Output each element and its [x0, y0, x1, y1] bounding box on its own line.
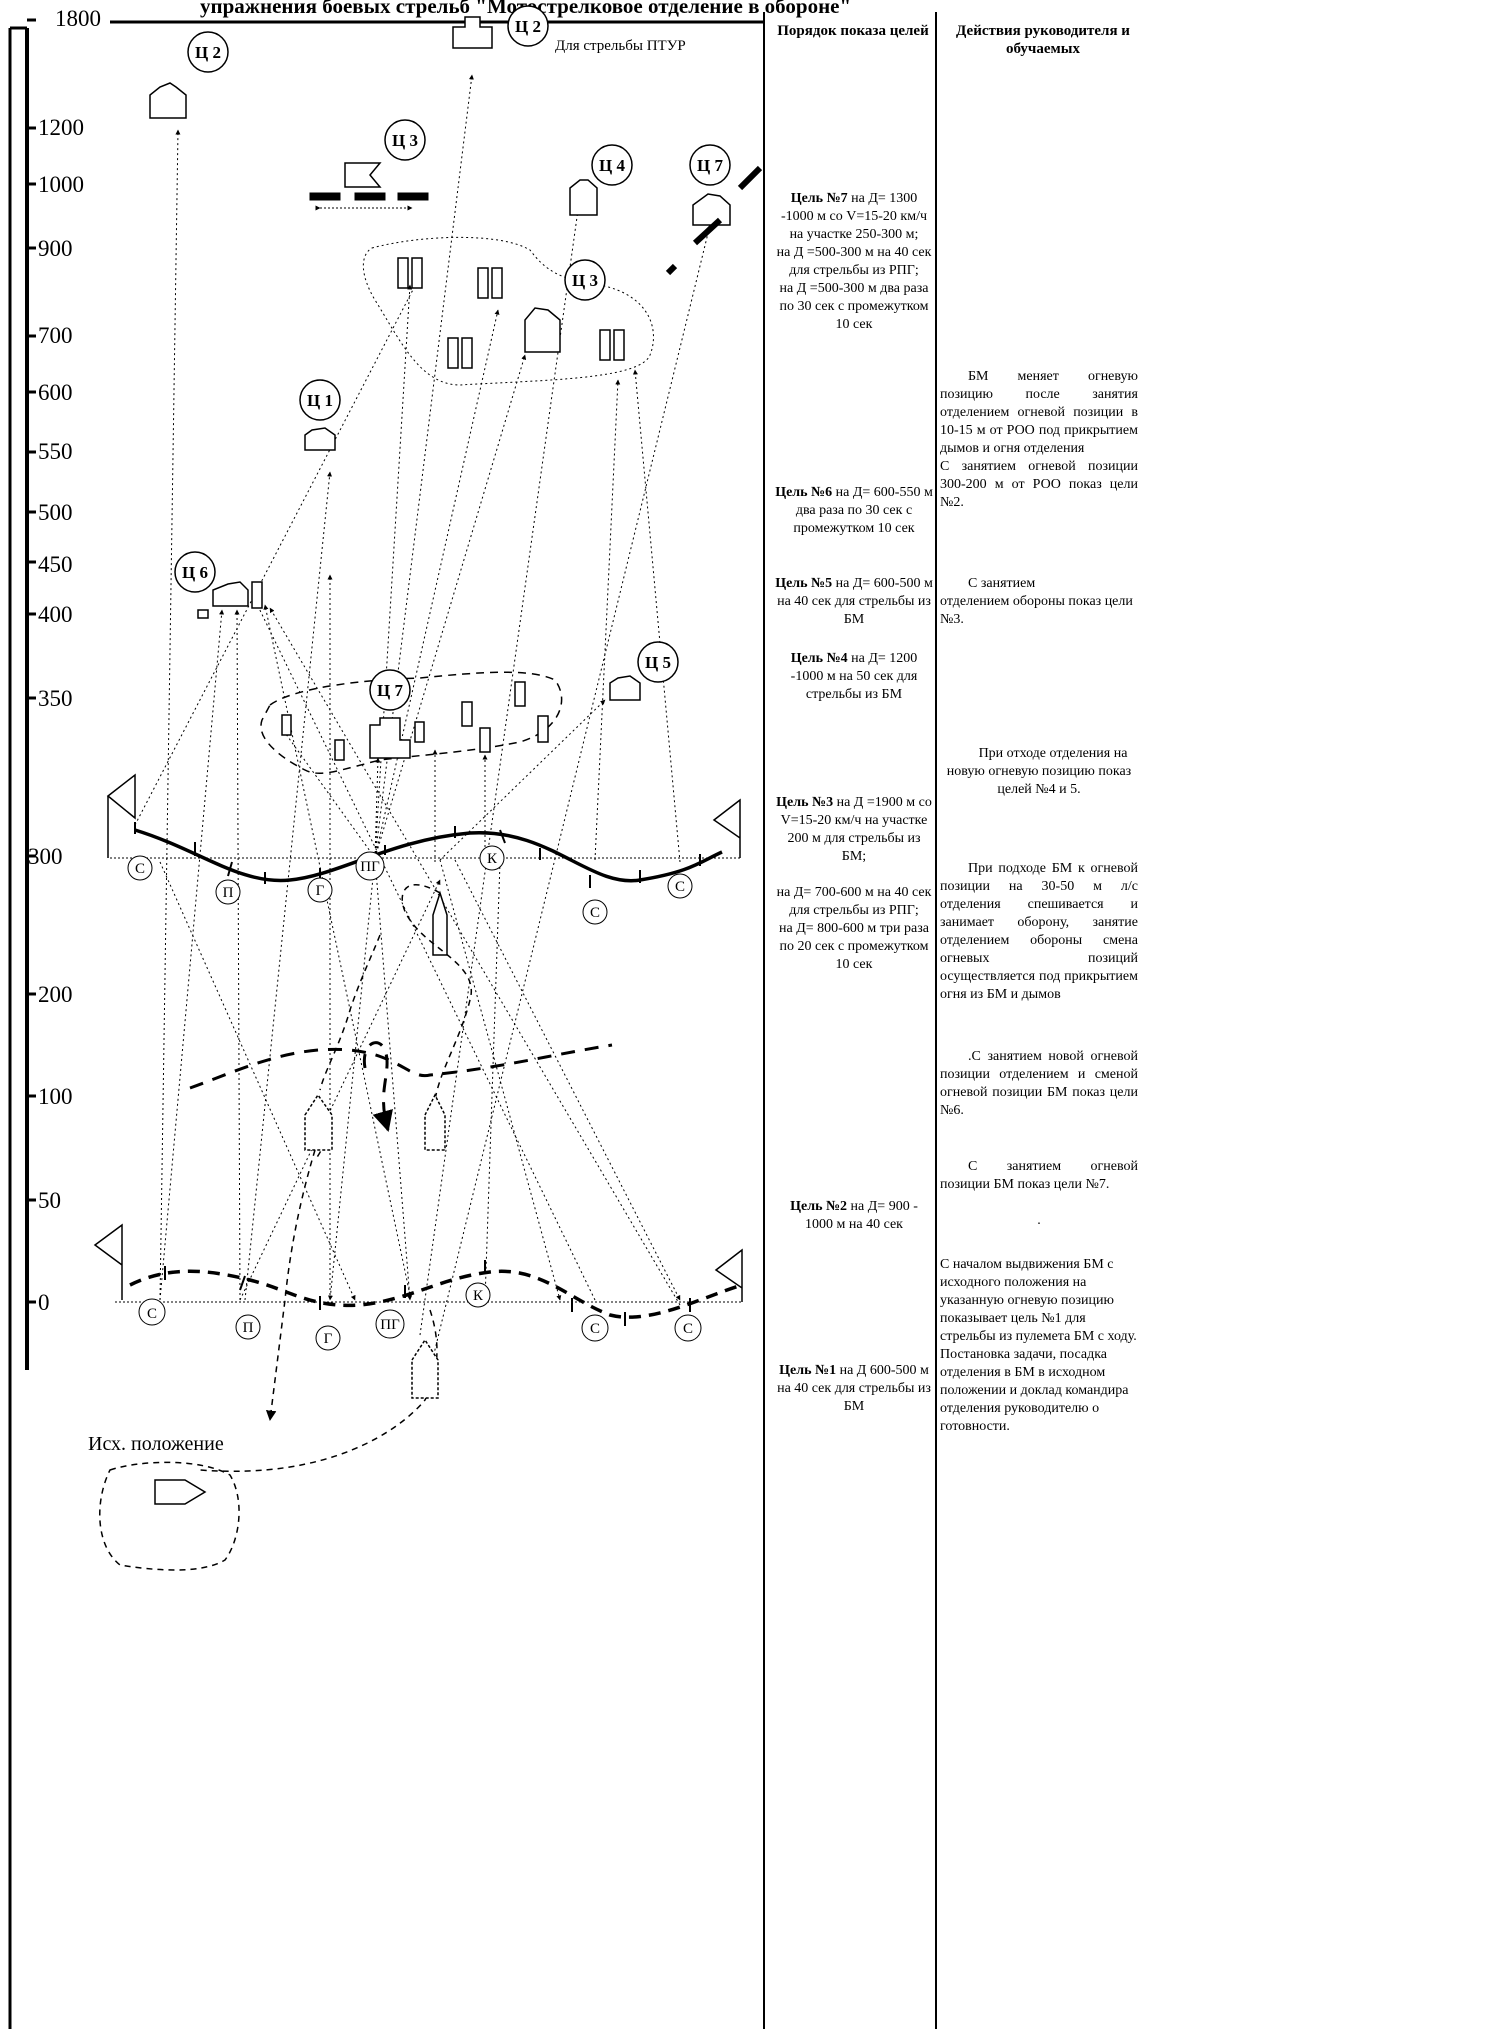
exercise-diagram: 1800 1200 1000 900 700 600 550 500 450 4…	[8, 5, 763, 2029]
range-scale: 1800 1200 1000 900 700 600 550 500 450 4…	[8, 6, 763, 2029]
firing-line-0	[93, 1223, 743, 1326]
column-divider	[763, 12, 765, 2029]
action-entry: .	[1037, 1213, 1041, 1228]
column-divider	[935, 12, 937, 2029]
target-label: Ц 7	[377, 681, 403, 700]
order-entry-3: Цель №3 на Д =1900 м со V=15-20 км/ч на …	[776, 795, 932, 972]
position-marker: П	[223, 885, 234, 901]
order-entry-6: Цель №6 на Д= 600-550 м два раза по 30 с…	[775, 485, 933, 536]
enemy-forward-area	[260, 671, 563, 774]
position-marker: С	[147, 1306, 157, 1322]
action-entry: При отходе отделения на новую огневую по…	[946, 746, 1132, 797]
position-marker: С	[675, 879, 685, 895]
scale-label: 1800	[55, 6, 101, 31]
actions-column-header: Действия руководителя и обучаемых	[956, 23, 1130, 57]
order-entry-1: Цель №1 на Д 600-500 м на 40 сек для стр…	[777, 1363, 931, 1414]
position-markers-0: С П Г ПГ К С С	[138, 1282, 702, 1351]
order-entry-7: Цель №7 на Д= 1300 -1000 м со V=15-20 км…	[776, 191, 932, 332]
target-label: Ц 4	[599, 156, 625, 175]
position-marker: Г	[324, 1331, 333, 1347]
action-entry: С занятием огневой позиции БМ показ цели…	[940, 1159, 1138, 1192]
order-entry-2: Цель №2 на Д= 900 - 1000 м на 40 сек	[790, 1199, 918, 1232]
ptur-note: Для стрельбы ПТУР	[555, 38, 686, 54]
scale-label: 600	[38, 380, 73, 405]
scale-label: 300	[28, 844, 63, 869]
action-entry: С занятием отделением обороны показ цели…	[940, 576, 1133, 627]
scale-label: 100	[38, 1084, 73, 1109]
scale-label: 1000	[38, 172, 84, 197]
order-column-header: Порядок показа целей	[777, 23, 929, 39]
position-marker: С	[135, 861, 145, 877]
scale-label: 400	[38, 602, 73, 627]
intermediate-line	[189, 1041, 613, 1133]
enemy-strongpoint-area	[362, 236, 654, 386]
order-entry-4: Цель №4 на Д= 1200 -1000 м на 50 сек для…	[790, 651, 918, 702]
bm-vehicle	[432, 890, 448, 956]
movement-routes	[199, 883, 473, 1472]
scale-label: 350	[38, 686, 73, 711]
scale-label: 550	[38, 439, 73, 464]
position-marker: С	[590, 1321, 600, 1337]
bm-route-vehicles	[304, 1093, 446, 1399]
action-entry: .С занятием новой огневой позиции отделе…	[940, 1049, 1138, 1118]
start-position-area	[99, 1461, 240, 1571]
start-bm-vehicle	[154, 1479, 207, 1505]
scale-label: 700	[38, 323, 73, 348]
position-marker: ПГ	[360, 859, 380, 875]
position-marker: С	[683, 1321, 693, 1337]
position-marker: К	[487, 851, 498, 867]
target-label: Ц 2	[515, 17, 541, 36]
target-label: Ц 5	[645, 653, 671, 672]
action-entry: При подходе БМ к огневой позиции на 30-5…	[940, 861, 1138, 1002]
moving-target-track	[309, 192, 429, 211]
target-label: Ц 3	[572, 271, 598, 290]
position-marker: П	[243, 1320, 254, 1336]
scale-label: 200	[38, 982, 73, 1007]
scale-label: 450	[38, 552, 73, 577]
scale-label: 50	[38, 1188, 61, 1213]
position-marker: ПГ	[380, 1317, 400, 1333]
moving-target-track-7	[665, 165, 763, 276]
scale-label: 900	[38, 236, 73, 261]
position-marker: К	[473, 1288, 484, 1304]
scale-label: 1200	[38, 115, 84, 140]
info-columns: Порядок показа целей Действия руководите…	[763, 0, 1504, 2029]
target-label: Ц 1	[307, 391, 333, 410]
target-label: Ц 7	[697, 156, 723, 175]
target-label: Ц 2	[195, 43, 221, 62]
target-label: Ц 6	[182, 563, 208, 582]
action-entry: БМ меняет огневую позицию после занятия …	[940, 369, 1138, 510]
start-position-label: Исх. положение	[88, 1433, 224, 1455]
position-markers-300: С П Г ПГ К С С	[127, 845, 693, 925]
order-entry-5: Цель №5 на Д= 600-500 м на 40 сек для ст…	[775, 576, 933, 627]
position-marker: С	[590, 905, 600, 921]
target-silhouettes	[149, 16, 731, 761]
target-label: Ц 3	[392, 131, 418, 150]
scale-label: 500	[38, 500, 73, 525]
action-entry: С началом выдвижения БМ с исходного поло…	[940, 1257, 1137, 1434]
target-labels: Ц 2 Ц 2 Ц 3 Ц 3 Ц 4 Ц 7 Ц 1 Ц 6 Ц 7 Ц 5	[174, 5, 731, 711]
position-marker: Г	[316, 883, 325, 899]
firing-line-300	[106, 773, 741, 888]
scale-label: 0	[38, 1290, 50, 1315]
